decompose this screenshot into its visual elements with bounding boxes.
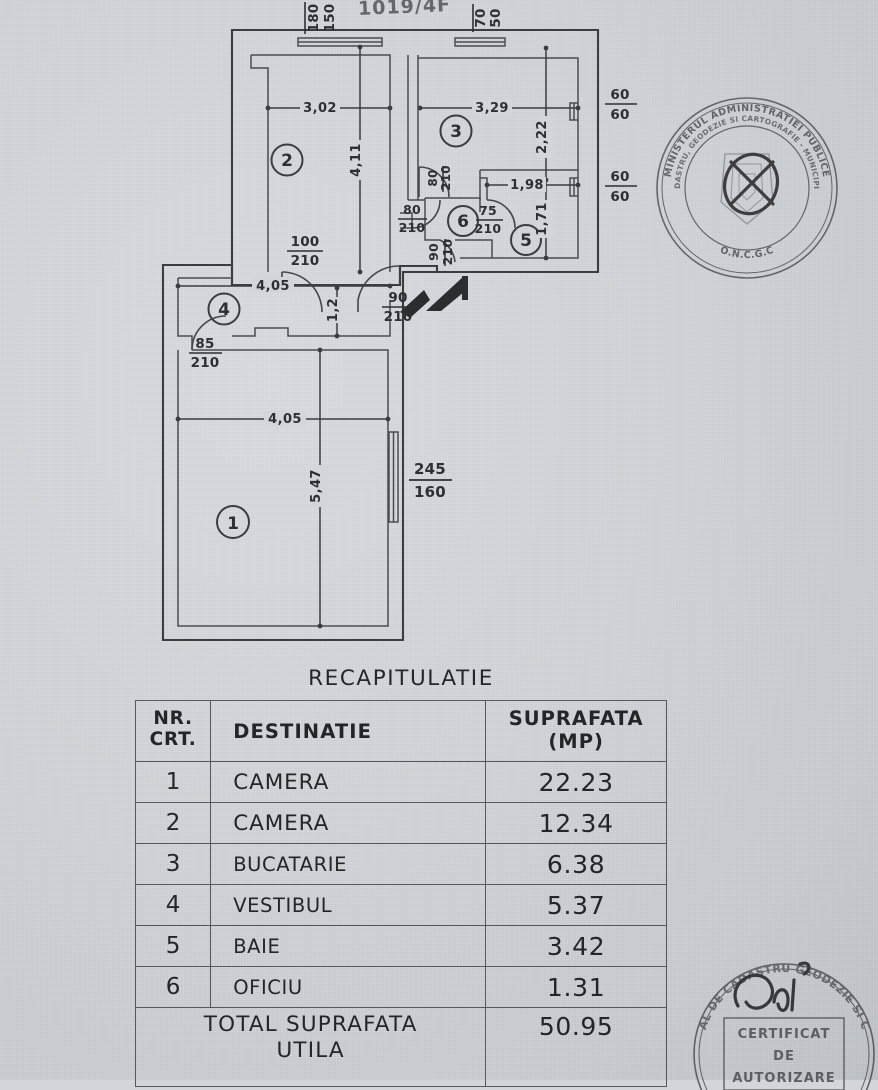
plan-door-swings	[191, 166, 516, 351]
cell-nr: 3	[134, 843, 212, 885]
total-label: TOTAL SUPRAFATA UTILA	[134, 1007, 487, 1087]
table-row: 3 BUCATARIE 6.38	[134, 843, 667, 885]
table-row: 4 VESTIBUL 5.37	[134, 884, 667, 926]
cell-destinatie: CAMERA	[210, 802, 487, 844]
header-suprafata: SUPRAFATA (MP)	[485, 700, 667, 762]
header-nr-crt: NR. CRT.	[134, 700, 212, 762]
recapitulatie-table: NR. CRT. DESTINATIE SUPRAFATA (MP) 1 CAM…	[134, 700, 667, 1087]
table-row: 2 CAMERA 12.34	[134, 802, 667, 844]
cell-suprafata: 5.37	[485, 884, 667, 926]
total-label-line2: UTILA	[276, 1038, 345, 1064]
plan-room-markers	[207, 114, 542, 539]
cell-suprafata: 6.38	[485, 843, 667, 885]
header-supr-line1: SUPRAFATA	[508, 707, 644, 730]
cell-nr: 4	[134, 884, 212, 926]
table-row: 6 OFICIU 1.31	[134, 966, 667, 1008]
plan-windows	[297, 37, 579, 523]
table-header: NR. CRT. DESTINATIE SUPRAFATA (MP)	[134, 700, 667, 762]
table-header-row: NR. CRT. DESTINATIE SUPRAFATA (MP)	[134, 700, 667, 762]
cell-destinatie: OFICIU	[210, 966, 487, 1008]
entrance-arrow-icon	[400, 276, 468, 318]
cell-destinatie: BAIE	[210, 925, 487, 967]
cell-destinatie: CAMERA	[210, 761, 487, 803]
table-body: 1 CAMERA 22.23 2 CAMERA 12.34 3 BUCATARI…	[134, 761, 667, 1087]
total-label-line1: TOTAL SUPRAFATA	[203, 1012, 418, 1037]
cell-suprafata: 3.42	[485, 925, 667, 967]
cell-suprafata: 22.23	[485, 761, 667, 803]
header-nr-line1: NR.	[153, 708, 193, 730]
plan-inner-walls	[177, 54, 579, 627]
total-value: 50.95	[485, 1007, 667, 1087]
header-destinatie: DESTINATIE	[210, 700, 487, 762]
header-supr-line2: (MP)	[548, 730, 604, 753]
cell-destinatie: BUCATARIE	[210, 843, 487, 885]
floor-plan-drawing	[161, 28, 600, 642]
header-nr-line2: CRT.	[149, 729, 197, 750]
cell-suprafata: 1.31	[485, 966, 667, 1008]
cell-nr: 1	[134, 761, 212, 803]
cell-nr: 2	[134, 802, 212, 844]
table-row: 1 CAMERA 22.23	[134, 761, 667, 803]
plan-outer-walls	[161, 28, 600, 642]
recap-title: RECAPITULATIE	[308, 666, 494, 691]
table-row: 5 BAIE 3.42	[134, 925, 667, 967]
cell-nr: 5	[134, 925, 212, 967]
cell-nr: 6	[134, 966, 212, 1008]
cell-destinatie: VESTIBUL	[210, 884, 487, 926]
cell-suprafata: 12.34	[485, 802, 667, 844]
table-total-row: TOTAL SUPRAFATA UTILA 50.95	[134, 1007, 667, 1087]
